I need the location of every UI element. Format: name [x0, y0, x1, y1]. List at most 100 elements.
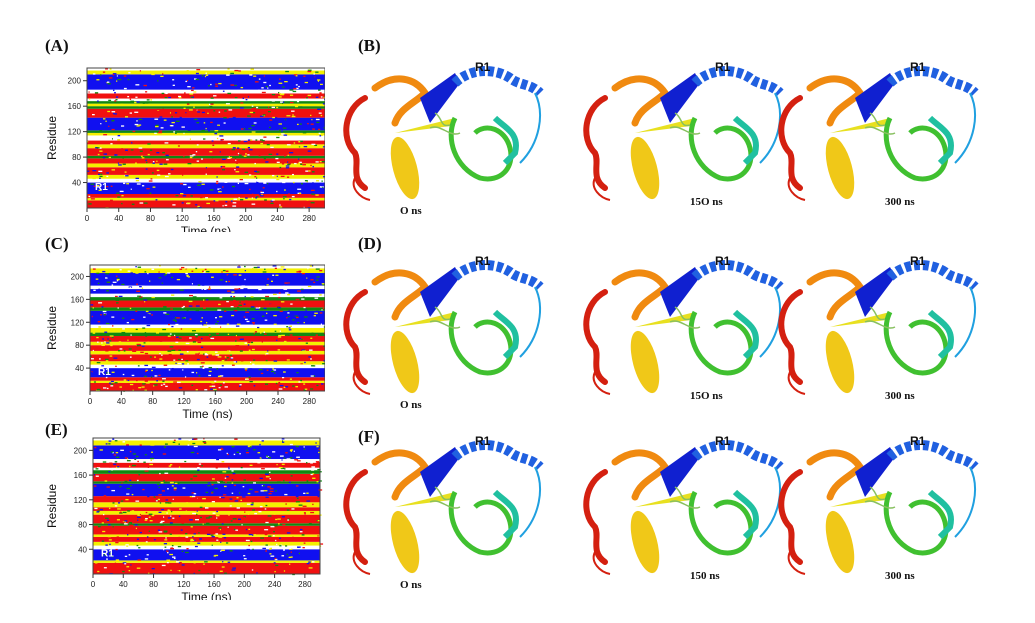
ss-noise-mark	[145, 541, 148, 543]
ss-noise-mark	[92, 170, 97, 172]
ss-noise-mark	[117, 134, 121, 137]
ss-noise-mark	[167, 272, 171, 274]
protein-structure	[778, 440, 979, 575]
ss-noise-mark	[145, 310, 149, 313]
ss-noise-mark	[286, 144, 291, 146]
ss-noise-mark	[155, 199, 158, 201]
ss-noise-mark	[309, 556, 311, 558]
ss-noise-mark	[201, 346, 204, 348]
ss-noise-mark	[90, 304, 94, 306]
ss-noise-mark	[177, 362, 182, 365]
ss-noise-mark	[294, 162, 297, 165]
ligand-sticks	[669, 486, 701, 509]
ss-noise-mark	[239, 384, 242, 386]
ss-noise-mark	[179, 289, 184, 291]
ss-noise-mark	[238, 70, 241, 72]
ss-noise-mark	[117, 277, 120, 280]
ss-noise-mark	[258, 155, 261, 157]
ss-noise-mark	[303, 389, 306, 391]
ss-noise-mark	[125, 315, 129, 318]
ss-noise-mark	[281, 555, 285, 557]
ss-noise-mark	[268, 493, 272, 495]
ss-noise-mark	[282, 181, 286, 184]
ss-noise-mark	[214, 554, 219, 557]
ss-noise-mark	[135, 527, 138, 530]
ss-noise-mark	[136, 516, 141, 519]
ss-noise-mark	[289, 94, 294, 96]
ss-noise-mark	[222, 533, 226, 535]
ss-noise-mark	[280, 301, 285, 303]
ss-noise-mark	[175, 323, 179, 326]
x-tick-label: 240	[271, 397, 285, 406]
ss-noise-mark	[90, 355, 92, 357]
ss-noise-mark	[240, 360, 244, 362]
ss-noise-mark	[140, 351, 144, 353]
ss-noise-mark	[254, 162, 256, 165]
ss-noise-mark	[159, 352, 161, 355]
ss-noise-mark	[249, 446, 252, 448]
ss-noise-mark	[304, 195, 307, 197]
ss-noise-mark	[175, 303, 177, 305]
ss-noise-mark	[167, 520, 169, 523]
ss-noise-mark	[113, 463, 117, 465]
ss-noise-mark	[208, 286, 211, 288]
ss-noise-mark	[129, 465, 131, 467]
ss-noise-mark	[97, 570, 100, 573]
ss-band-green	[93, 470, 320, 474]
ss-noise-mark	[193, 78, 197, 80]
ss-noise-mark	[118, 350, 121, 352]
helix-red	[583, 95, 608, 191]
ss-noise-mark	[194, 464, 198, 466]
ss-noise-mark	[285, 386, 289, 388]
ss-noise-mark	[314, 75, 316, 78]
ss-noise-mark	[136, 479, 139, 482]
ss-noise-mark	[213, 186, 217, 189]
ss-band-red	[87, 148, 325, 156]
ss-noise-mark	[267, 182, 269, 185]
ss-noise-mark	[201, 129, 205, 132]
ss-noise-mark	[175, 474, 178, 477]
ss-noise-mark	[115, 548, 118, 551]
ss-noise-mark	[237, 182, 239, 185]
ss-noise-mark	[306, 480, 309, 482]
ss-band-red	[90, 345, 325, 351]
ss-noise-mark	[318, 448, 320, 451]
loop-green	[883, 310, 949, 376]
ss-noise-mark	[215, 85, 218, 87]
ss-noise-mark	[261, 468, 265, 470]
ss-noise-mark	[235, 340, 237, 342]
ss-noise-mark	[312, 477, 316, 479]
ss-noise-mark	[272, 265, 277, 267]
ss-noise-mark	[295, 501, 300, 503]
ss-noise-mark	[316, 519, 319, 522]
ss-noise-mark	[105, 273, 110, 275]
ss-noise-mark	[173, 557, 176, 560]
ss-noise-mark	[251, 203, 256, 205]
ss-noise-mark	[106, 185, 109, 188]
x-tick-label: 0	[91, 580, 96, 589]
ss-noise-mark	[204, 354, 209, 356]
ss-noise-mark	[323, 345, 325, 347]
ss-noise-mark	[255, 538, 258, 540]
ss-noise-mark	[301, 486, 304, 488]
ss-noise-mark	[222, 169, 226, 171]
ss-noise-mark	[111, 475, 116, 477]
ss-noise-mark	[194, 118, 198, 121]
ss-noise-mark	[141, 185, 145, 187]
ss-noise-mark	[158, 486, 160, 489]
ss-band-green	[87, 155, 325, 159]
ss-noise-mark	[136, 567, 141, 569]
ss-noise-mark	[249, 111, 254, 114]
ss-noise-mark	[316, 276, 320, 278]
ss-noise-mark	[168, 369, 171, 371]
ss-noise-mark	[241, 338, 244, 340]
ss-noise-mark	[321, 160, 325, 163]
ss-noise-mark	[224, 110, 227, 112]
ss-noise-mark	[283, 371, 286, 373]
ss-noise-mark	[220, 166, 223, 168]
ss-noise-mark	[105, 360, 109, 362]
ss-noise-mark	[105, 517, 109, 519]
ss-noise-mark	[319, 186, 322, 188]
ss-noise-mark	[240, 199, 244, 201]
ss-noise-mark	[159, 472, 161, 475]
